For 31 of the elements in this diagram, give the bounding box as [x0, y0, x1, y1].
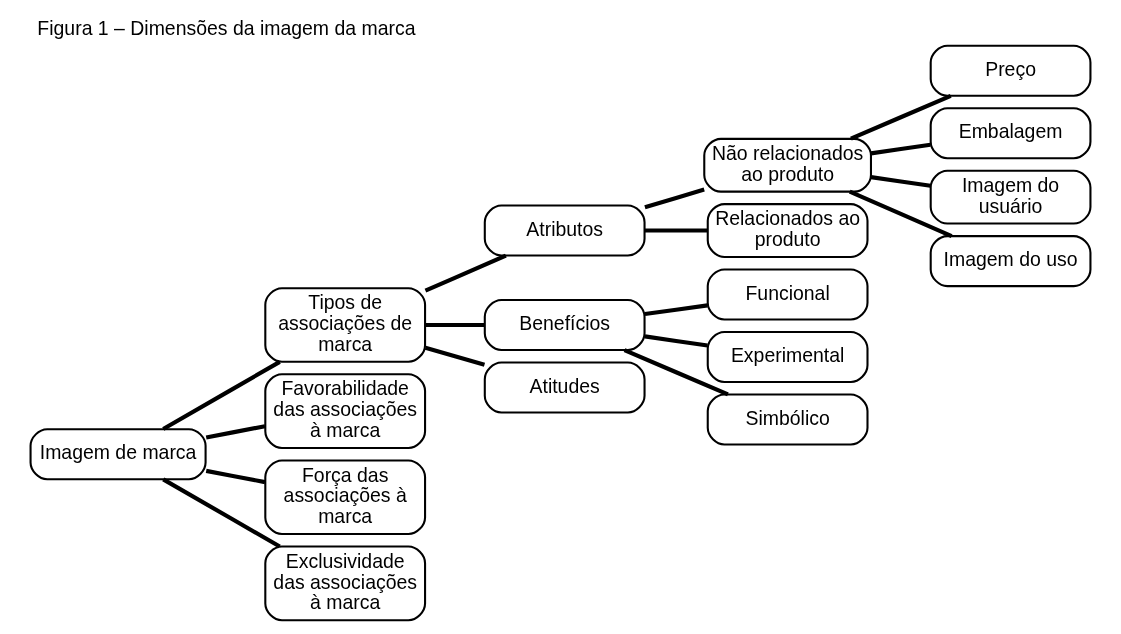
connector — [644, 228, 708, 233]
node-box: Imagem de marca — [29, 428, 207, 481]
connector — [870, 175, 931, 188]
node-box: Embalagem — [929, 107, 1092, 160]
connector — [424, 253, 507, 293]
node-box: Relacionados ao produto — [706, 203, 869, 258]
connector — [205, 468, 266, 485]
connector — [162, 360, 281, 431]
node-box: Preço — [929, 44, 1092, 97]
node-box: Imagem do uso — [929, 235, 1092, 288]
node-box: Força das associações à marca — [264, 459, 427, 536]
node-box: Imagem do usuário — [929, 169, 1092, 225]
node-box: Benefícios — [483, 298, 646, 352]
diagram-title: Figura 1 – Dimensões da imagem da marca — [37, 16, 416, 39]
node-box: Funcional — [706, 268, 869, 321]
connector — [870, 142, 931, 156]
connector — [644, 334, 708, 348]
node-box: Simbólico — [706, 393, 869, 446]
node-box: Favorabilidade das associações à marca — [264, 373, 427, 449]
connector — [644, 303, 708, 317]
connector — [162, 477, 281, 549]
connector — [205, 424, 266, 440]
connector — [424, 345, 486, 367]
node-box: Tipos de associações de marca — [264, 287, 427, 363]
node-box: Experimental — [706, 330, 869, 383]
node-box: Atitudes — [483, 361, 646, 414]
connector — [644, 187, 705, 210]
connector — [425, 322, 485, 328]
node-box: Não relacionados ao produto — [703, 137, 872, 193]
node-box: Atributos — [483, 204, 646, 257]
node-box: Exclusividade das associações à marca — [264, 545, 427, 622]
